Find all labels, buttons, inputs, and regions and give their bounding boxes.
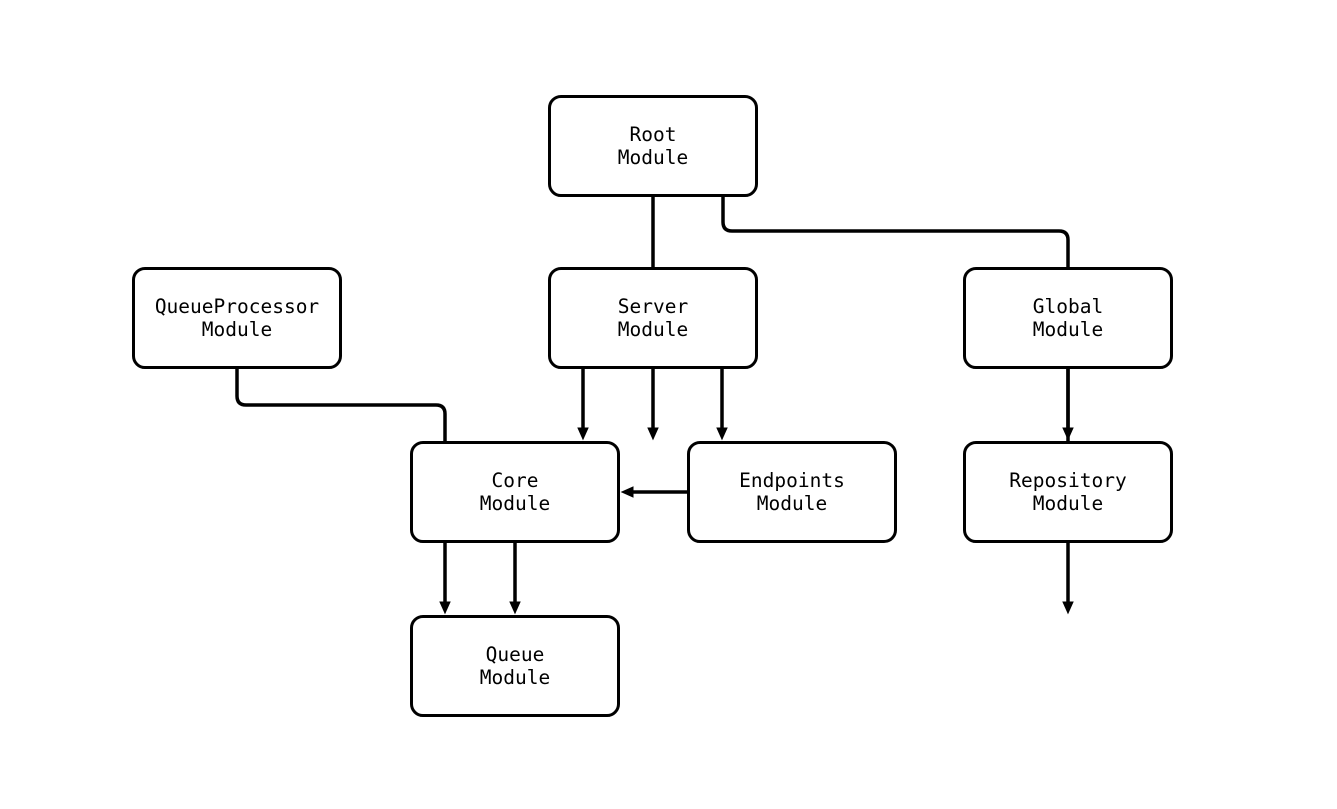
node-core-module-name: Core (491, 469, 539, 492)
node-server-module-suffix: Module (617, 318, 689, 341)
node-endpoints-module-suffix: Module (756, 492, 828, 515)
edge-queueprocessor-to-core (235, 369, 451, 615)
node-queue-module[interactable]: Queue Module (410, 615, 620, 717)
node-repository-module-suffix: Module (1032, 492, 1104, 515)
node-root-module-name: Root (629, 123, 677, 146)
node-queue-module-name: Queue (485, 643, 545, 666)
node-queueprocessor-module[interactable]: QueueProcessor Module (132, 267, 342, 369)
node-queueprocessor-module-name: QueueProcessor (154, 295, 320, 318)
node-queue-module-suffix: Module (479, 666, 551, 689)
node-core-module[interactable]: Core Module (410, 441, 620, 543)
edge-root-to-global (721, 197, 1074, 441)
node-root-module-suffix: Module (617, 146, 689, 169)
node-global-module[interactable]: Global Module (963, 267, 1173, 369)
node-endpoints-module[interactable]: Endpoints Module (687, 441, 897, 543)
node-core-module-suffix: Module (479, 492, 551, 515)
node-queueprocessor-module-suffix: Module (201, 318, 273, 341)
node-server-module[interactable]: Server Module (548, 267, 758, 369)
node-root-module[interactable]: Root Module (548, 95, 758, 197)
node-endpoints-module-name: Endpoints (739, 469, 845, 492)
node-global-module-suffix: Module (1032, 318, 1104, 341)
node-global-module-name: Global (1032, 295, 1104, 318)
node-server-module-name: Server (617, 295, 689, 318)
node-repository-module-name: Repository (1009, 469, 1127, 492)
node-repository-module[interactable]: Repository Module (963, 441, 1173, 543)
